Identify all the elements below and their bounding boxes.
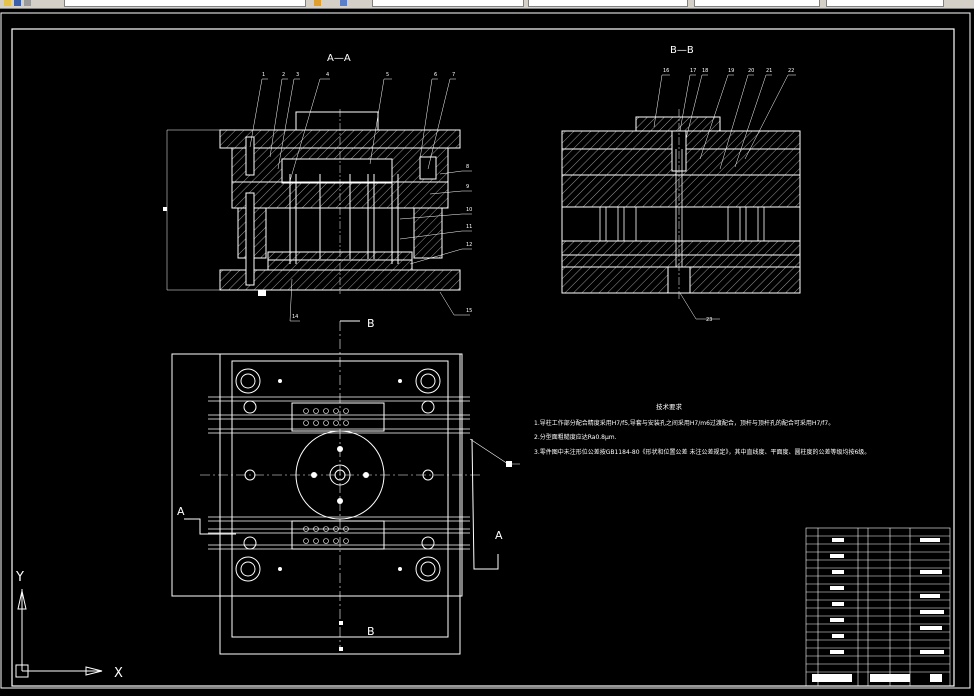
svg-text:6: 6: [434, 72, 437, 78]
svg-text:9: 9: [466, 184, 469, 190]
svg-text:22: 22: [788, 68, 794, 74]
layer-tool-icon[interactable]: [314, 0, 321, 6]
section-aa-label: A—A: [327, 53, 351, 64]
cut-marker-a-right: A: [495, 529, 503, 542]
svg-text:1: 1: [262, 72, 265, 78]
drawing-frame-outer: [0, 12, 971, 689]
svg-text:18: 18: [702, 68, 708, 74]
plotstyle-dropdown[interactable]: [826, 0, 944, 7]
cut-marker-b-bottom: B: [367, 625, 375, 638]
layer-dropdown[interactable]: [64, 0, 306, 7]
ucs-y-label: Y: [15, 570, 24, 585]
print-icon[interactable]: [24, 0, 31, 6]
ucs-x-label: X: [114, 666, 123, 681]
notes-line-3: 3.零件图中未注形位公差按GB1184-80《形状和位置公差 未注公差规定》，其…: [534, 448, 870, 456]
toolbar: [0, 0, 974, 9]
svg-text:16: 16: [663, 68, 669, 74]
svg-text:14: 14: [292, 314, 298, 320]
svg-text:19: 19: [728, 68, 734, 74]
svg-text:4: 4: [326, 72, 329, 78]
drawing-canvas[interactable]: A—A: [0, 9, 974, 690]
svg-text:7: 7: [452, 72, 455, 78]
open-icon[interactable]: [4, 0, 11, 6]
notes-line-1: 1.导柱工作部分配合精度采用H7/f5,导套与安装孔之间采用H7/m6过渡配合，…: [534, 419, 834, 427]
svg-text:2: 2: [282, 72, 285, 78]
linetype-dropdown[interactable]: [528, 0, 688, 7]
cut-marker-a-left: A: [177, 505, 185, 518]
section-bb-label: B—B: [670, 45, 694, 56]
svg-text:23: 23: [706, 317, 712, 323]
notes-line-2: 2.分型面粗糙度应达Ra0.8μm.: [534, 433, 617, 441]
svg-text:11: 11: [466, 224, 472, 230]
ucs-icon: [15, 589, 103, 678]
drawing-frame-inner: [11, 28, 955, 687]
layer-state-icon[interactable]: [340, 0, 347, 6]
title-block: [805, 527, 951, 687]
section-bb-view: B—B 16 17: [561, 45, 801, 323]
save-icon[interactable]: [14, 0, 21, 6]
svg-text:10: 10: [466, 207, 472, 213]
svg-text:3: 3: [296, 72, 299, 78]
notes-heading: 技术要求: [656, 402, 683, 411]
lineweight-dropdown[interactable]: [694, 0, 820, 7]
plan-view: B B A A: [171, 317, 520, 655]
svg-text:21: 21: [766, 68, 772, 74]
svg-text:15: 15: [466, 308, 472, 314]
svg-text:20: 20: [748, 68, 754, 74]
cut-marker-b-top: B: [367, 317, 375, 330]
status-bar: [0, 690, 974, 696]
svg-text:8: 8: [466, 164, 469, 170]
svg-text:12: 12: [466, 242, 472, 248]
color-dropdown[interactable]: [372, 0, 524, 7]
svg-text:17: 17: [690, 68, 696, 74]
svg-text:5: 5: [386, 72, 389, 78]
section-aa-view: A—A: [163, 53, 472, 322]
technical-notes: 技术要求 1.导柱工作部分配合精度采用H7/f5,导套与安装孔之间采用H7/m6…: [534, 402, 870, 456]
